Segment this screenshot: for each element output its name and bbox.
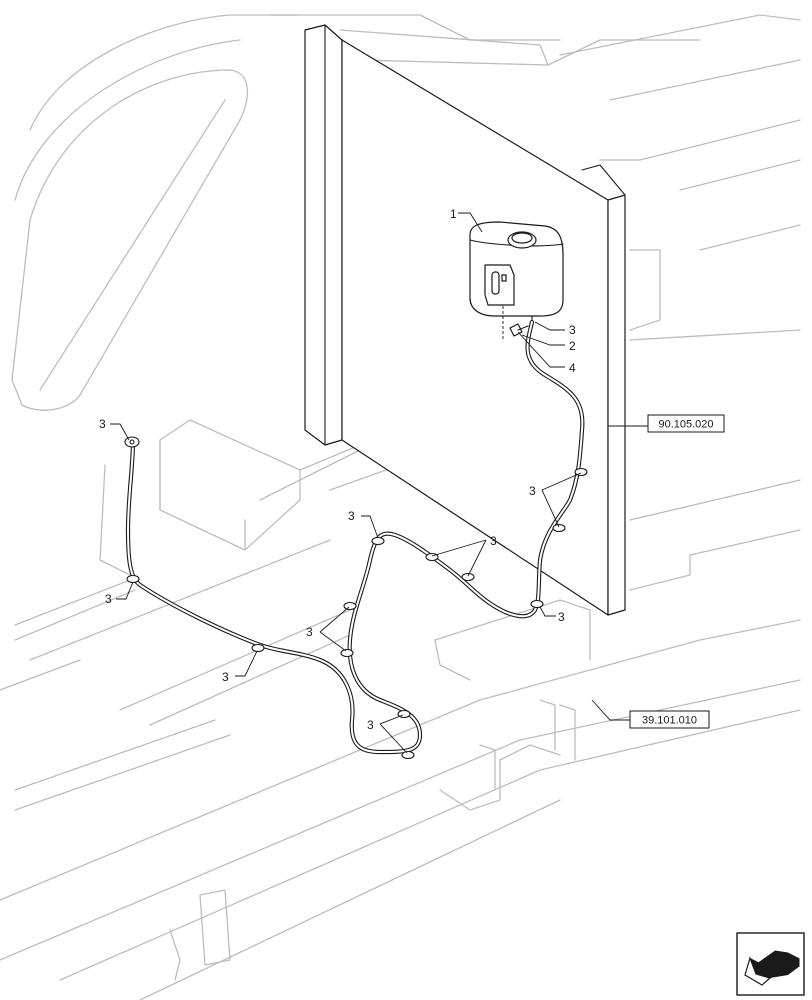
mounting-panels (304, 24, 626, 616)
reference-label: 39.101.010 (642, 715, 697, 727)
hose-clip (251, 643, 265, 653)
reference-box-2[interactable]: 39.101.010 (629, 710, 710, 729)
callout-2: 2 (569, 339, 576, 353)
hose-clip (126, 574, 140, 584)
hose-clip (340, 648, 354, 658)
callout-3: 3 (529, 484, 536, 498)
hose-clip (552, 523, 566, 533)
callout-3: 3 (558, 610, 565, 624)
callout-3: 3 (367, 718, 374, 732)
callout-3: 3 (490, 534, 497, 548)
hose-clip (461, 572, 475, 582)
reference-label: 90.105.020 (658, 419, 713, 431)
hose-clip (343, 601, 357, 611)
callout-3: 3 (105, 592, 112, 606)
reference-box-1[interactable]: 90.105.020 (647, 414, 725, 433)
callout-4: 4 (569, 361, 576, 375)
callout-3: 3 (348, 509, 355, 523)
hose-clip (530, 599, 544, 609)
leader-lines (110, 212, 648, 754)
callout-3: 3 (306, 625, 313, 639)
callout-labels: 1 3 2 4 3 3 3 3 3 3 3 3 3 (99, 207, 576, 732)
washer-reservoir[interactable] (469, 221, 564, 325)
callout-3: 3 (99, 417, 106, 431)
callout-1: 1 (450, 207, 457, 221)
callout-3: 3 (569, 323, 576, 337)
back-plate-edge (607, 194, 626, 616)
isometric-view-arrow-icon (736, 932, 805, 996)
hose-clip (574, 467, 588, 477)
callout-3: 3 (222, 670, 229, 684)
hose-clip (371, 536, 385, 546)
vertical-post (304, 24, 343, 446)
machine-background (0, 14, 801, 1000)
hose-clip (401, 750, 415, 760)
hose-clips[interactable] (126, 467, 588, 760)
